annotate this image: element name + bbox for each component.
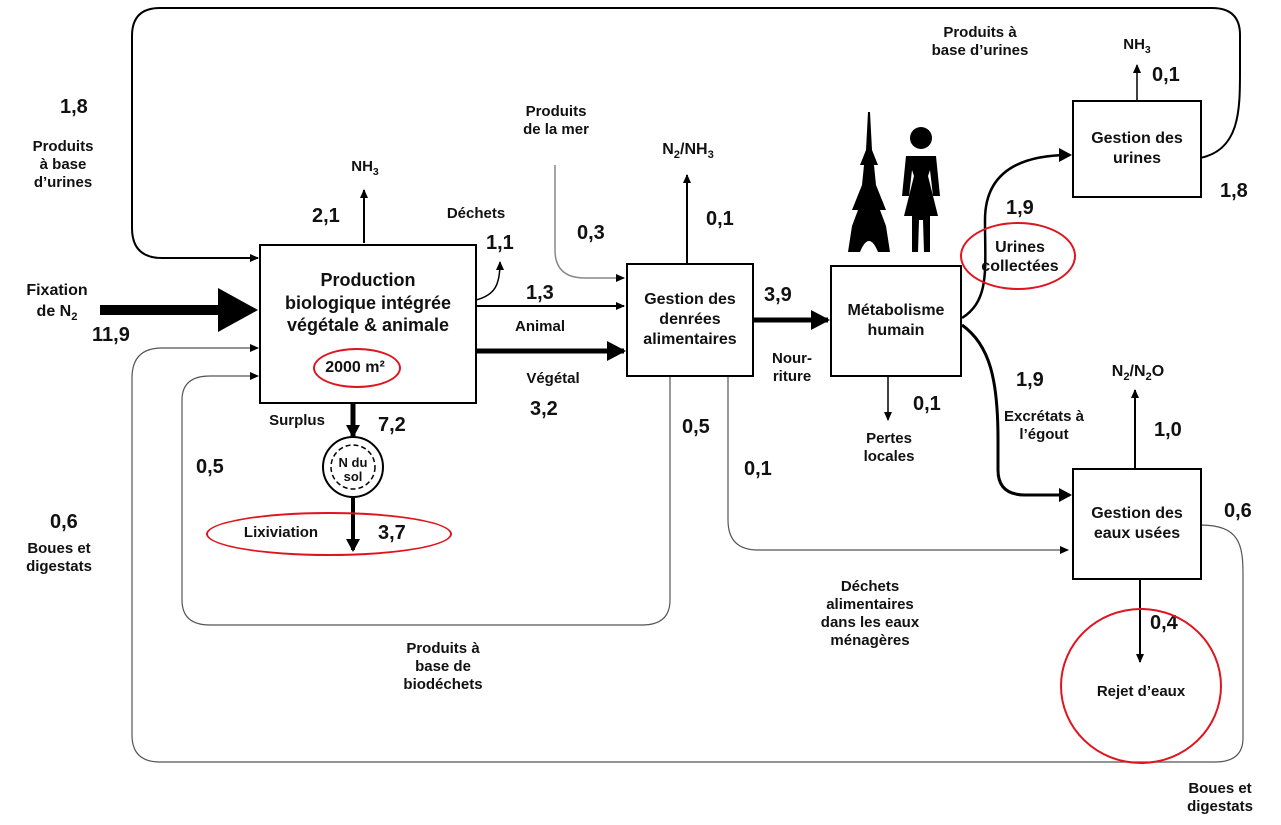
value-vegetal: 3,2 xyxy=(530,398,558,420)
soil-node xyxy=(322,436,384,498)
value-n2n2o: 1,0 xyxy=(1154,419,1182,441)
value-urines-collected: 1,9 xyxy=(1006,197,1034,219)
boues-loop-arrow xyxy=(131,344,1244,763)
nh3-production-label: NH3 xyxy=(351,158,379,178)
value-nh3-urines: 0,1 xyxy=(1152,64,1180,86)
value-nourriture: 3,9 xyxy=(764,284,792,306)
person-icon xyxy=(902,127,940,252)
pertes-locales-label: Pertes locales xyxy=(863,430,915,465)
gestion-urines-label: Gestion des urines xyxy=(1091,130,1183,167)
value-fixation: 11,9 xyxy=(92,324,130,346)
highlight-urines-collected xyxy=(960,222,1076,290)
value-urines-return-top: 1,8 xyxy=(60,96,88,118)
gestion-urines-box: Gestion des urines xyxy=(1072,100,1202,198)
n2n2o-label: N2/N2O xyxy=(1111,363,1165,384)
gestion-eaux-label: Gestion des eaux usées xyxy=(1091,505,1183,542)
metabolisme-box: Métabolisme humain xyxy=(830,265,962,377)
production-label: Production biologique intégrée végétale … xyxy=(284,270,451,336)
value-n2nh3: 0,1 xyxy=(706,208,734,230)
boues-right-label: Boues et digestats xyxy=(1187,780,1253,815)
soil-label: N du sol xyxy=(338,455,368,485)
value-boues-left: 0,6 xyxy=(50,511,78,533)
food-waste-label: Déchets alimentaires dans les eaux ménag… xyxy=(820,578,920,649)
value-dechets: 1,1 xyxy=(486,232,514,254)
value-urines-out: 1,8 xyxy=(1220,180,1248,202)
boues-left-label: Boues et digestats xyxy=(26,540,92,575)
urines-collected-arrow xyxy=(961,148,1072,320)
biodechets-label: Produits à base de biodéchets xyxy=(403,640,483,693)
highlight-production-area xyxy=(313,348,401,388)
value-animal: 1,3 xyxy=(526,282,554,304)
nourriture-label: Nour- riture xyxy=(772,350,812,385)
urine-products-left-label: Produits à base d’urines xyxy=(32,138,94,191)
seafood-arrow xyxy=(554,165,625,282)
gestion-denrees-box: Gestion des denrées alimentaires xyxy=(626,263,754,377)
animal-label: Animal xyxy=(514,318,565,335)
eiffel-tower-icon xyxy=(848,112,890,252)
value-boues-right: 0,6 xyxy=(1224,500,1252,522)
value-biodechets-loop: 0,5 xyxy=(196,456,224,478)
fixation-label: Fixation de N2 xyxy=(26,282,88,323)
fixation-arrow xyxy=(100,288,258,332)
urine-products-return-arrow xyxy=(131,7,1241,262)
highlight-rejet xyxy=(1060,608,1222,764)
value-excretats: 1,9 xyxy=(1016,369,1044,391)
dechets-arrow xyxy=(475,261,504,301)
n2nh3-label: N2/NH3 xyxy=(662,141,714,162)
value-pertes-locales: 0,1 xyxy=(913,393,941,415)
gestion-denrees-label: Gestion des denrées alimentaires xyxy=(643,291,737,348)
dechets-label: Déchets xyxy=(446,205,506,222)
gestion-eaux-box: Gestion des eaux usées xyxy=(1072,468,1202,580)
food-waste-arrow xyxy=(727,376,1069,554)
value-seafood: 0,3 xyxy=(577,222,605,244)
biodechets-loop-arrow xyxy=(181,372,671,626)
value-nh3-production: 2,1 xyxy=(312,205,340,227)
vegetal-label: Végétal xyxy=(526,370,580,387)
surplus-label: Surplus xyxy=(269,412,325,429)
value-biodechets-out: 0,5 xyxy=(682,416,710,438)
metabolisme-label: Métabolisme humain xyxy=(847,302,945,339)
nh3-urines-label: NH3 xyxy=(1123,36,1151,56)
value-surplus: 7,2 xyxy=(378,414,406,436)
value-food-waste: 0,1 xyxy=(744,458,772,480)
highlight-lixiviation xyxy=(206,512,452,556)
seafood-label: Produits de la mer xyxy=(523,103,589,138)
urine-products-top-label: Produits à base d’urines xyxy=(931,24,1029,59)
excretats-arrow xyxy=(961,323,1072,502)
excretats-label: Excrétats à l’égout xyxy=(1003,408,1085,443)
